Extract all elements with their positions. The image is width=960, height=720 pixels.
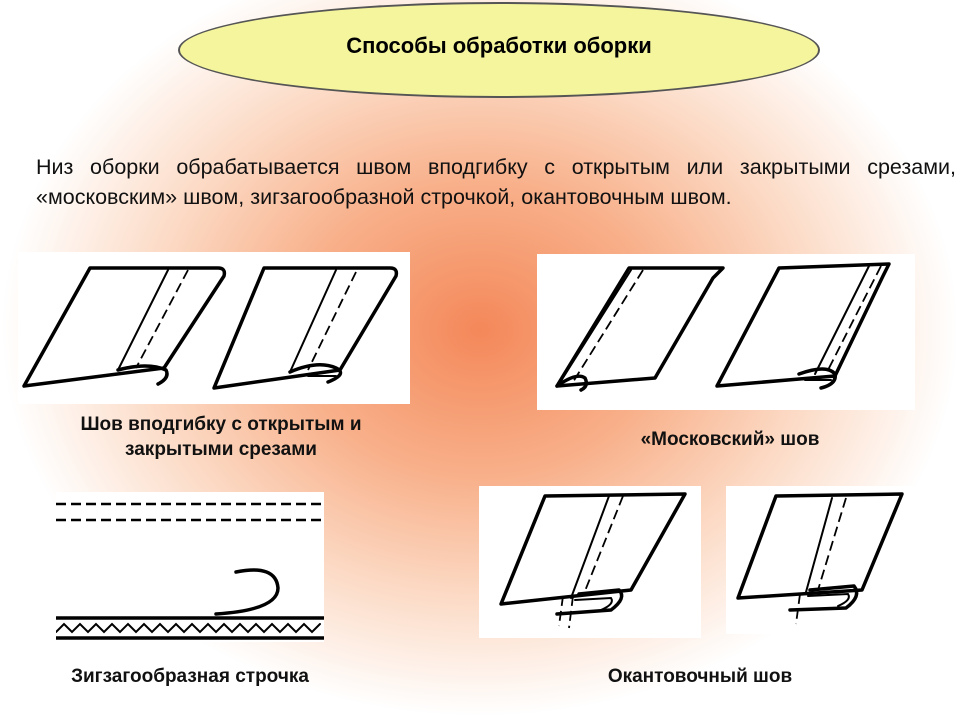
zigzag-illustration [56, 492, 324, 642]
caption-moscow: «Московский» шов [640, 429, 820, 450]
podgibka-illustration [18, 252, 410, 404]
caption-okantovka: Окантовочный шов [607, 666, 793, 687]
okantovka-illustration-2 [726, 486, 914, 634]
title-oval: Способы обработки оборки [178, 2, 820, 98]
caption-zigzag: Зигзагообразная строчка [71, 666, 309, 687]
moscow-seam-illustration [537, 254, 915, 410]
slide-title: Способы обработки оборки [346, 33, 652, 58]
intro-paragraph: Низ оборки обрабатывается швом вподгибку… [36, 155, 956, 209]
okantovka-illustration-1 [479, 486, 701, 638]
caption-podgibka: Шов вподгибку с открытым и закрытыми сре… [80, 414, 362, 460]
